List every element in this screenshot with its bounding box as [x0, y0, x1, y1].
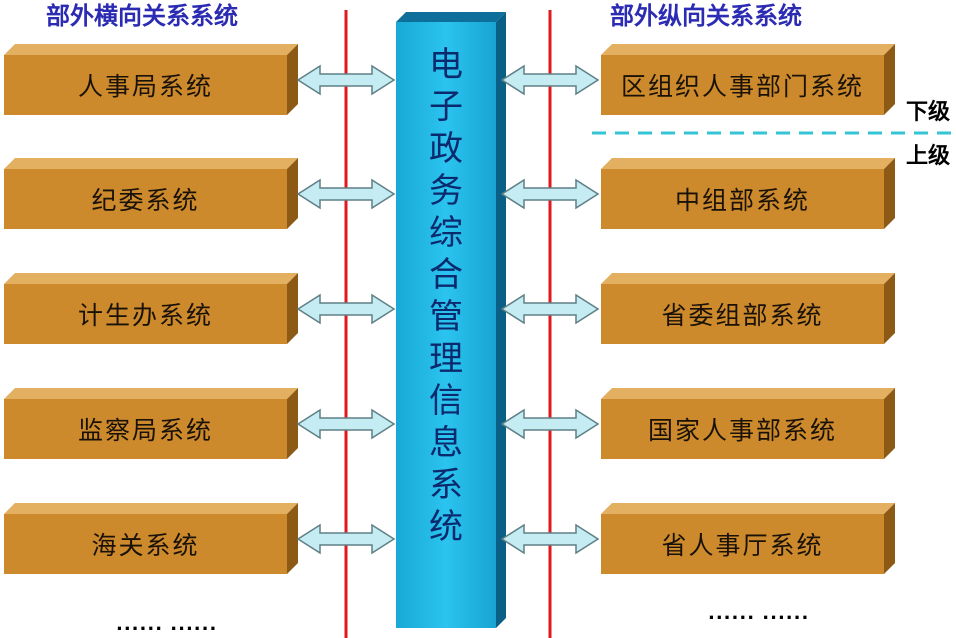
right-arrow-3: [500, 293, 600, 325]
right-box-3-front-face: [601, 284, 884, 344]
center-system-char: 理: [429, 339, 463, 379]
right-arrow-4: [500, 408, 600, 440]
center-system-char: 综: [429, 213, 463, 253]
center-system-char: 电: [429, 45, 463, 85]
right-arrow-5: [500, 523, 600, 555]
center-system-char: 政: [429, 129, 463, 169]
left-box-4: 监察局系统: [77, 416, 213, 445]
left-box-1: 人事局系统: [77, 72, 213, 101]
right-box-3-top-face: [601, 273, 895, 284]
right-box-3: 省委组部系统: [661, 301, 824, 330]
left-box-5-top-face: [4, 503, 298, 514]
left-arrow-3: [296, 293, 396, 325]
left-box-5: 海关系统: [91, 531, 200, 560]
arrow-group: [296, 64, 600, 555]
left-box-1-front-face: [4, 55, 287, 115]
right-arrow-2: [500, 178, 600, 210]
right-box-2-side-face: [884, 158, 895, 229]
left-box-4-front-face: [4, 399, 287, 459]
left-box-2-front-face: [4, 169, 287, 229]
left-box-1-top-face: [4, 44, 298, 55]
left-ellipsis: ...... ......: [116, 614, 218, 635]
left-header: 部外横向关系系统: [46, 2, 238, 30]
left-arrow-4: [296, 408, 396, 440]
right-arrow-1: [500, 64, 600, 96]
right-box-2-top-face: [601, 158, 895, 169]
right-box-5-side-face: [884, 503, 895, 574]
pillar-top-face: [396, 12, 506, 22]
right-box-2: 中组部系统: [674, 186, 810, 215]
right-box-5: 省人事厅系统: [661, 531, 824, 560]
left-box-4-top-face: [4, 388, 298, 399]
center-system-char: 管: [429, 297, 463, 337]
right-box-5-front-face: [601, 514, 884, 574]
pillar-front-face: [396, 22, 496, 628]
right-header: 部外纵向关系系统: [610, 2, 802, 30]
left-box-4-side-face: [287, 388, 298, 459]
right-ellipsis: ...... ......: [708, 603, 810, 624]
left-box-3-side-face: [287, 273, 298, 344]
center-system-char: 合: [429, 255, 463, 295]
right-box-1-top-face: [601, 44, 895, 55]
center-system-char: 务: [429, 171, 463, 211]
right-box-2-front-face: [601, 169, 884, 229]
pillar-side-face: [496, 12, 506, 628]
left-box-2-side-face: [287, 158, 298, 229]
right-box-3-side-face: [884, 273, 895, 344]
center-system-char: 统: [429, 507, 463, 547]
right-box-5-top-face: [601, 503, 895, 514]
left-box-3: 计生办系统: [77, 301, 213, 330]
center-system-char: 子: [429, 87, 463, 127]
center-system-char: 系: [429, 465, 463, 505]
left-arrow-5: [296, 523, 396, 555]
left-box-3-front-face: [4, 284, 287, 344]
right-box-4-front-face: [601, 399, 884, 459]
lower-level-label: 下级: [906, 100, 951, 125]
left-box-5-front-face: [4, 514, 287, 574]
right-box-1-front-face: [601, 55, 884, 115]
left-arrow-1: [296, 64, 396, 96]
right-box-4-top-face: [601, 388, 895, 399]
right-box-4-side-face: [884, 388, 895, 459]
right-box-1: 区组织人事部门系统: [620, 72, 864, 101]
left-box-3-top-face: [4, 273, 298, 284]
left-box-1-side-face: [287, 44, 298, 115]
box-group: [4, 44, 895, 574]
center-system-char: 信: [429, 381, 463, 421]
upper-level-label: 上级: [906, 144, 951, 169]
left-box-2: 纪委系统: [91, 186, 200, 215]
center-system-pillar: 电子政务综合管理信息系统: [396, 22, 496, 628]
center-system-char: 息: [429, 423, 463, 463]
right-box-1-side-face: [884, 44, 895, 115]
left-arrow-2: [296, 178, 396, 210]
left-box-2-top-face: [4, 158, 298, 169]
left-box-5-side-face: [287, 503, 298, 574]
right-box-4: 国家人事部系统: [647, 416, 837, 445]
